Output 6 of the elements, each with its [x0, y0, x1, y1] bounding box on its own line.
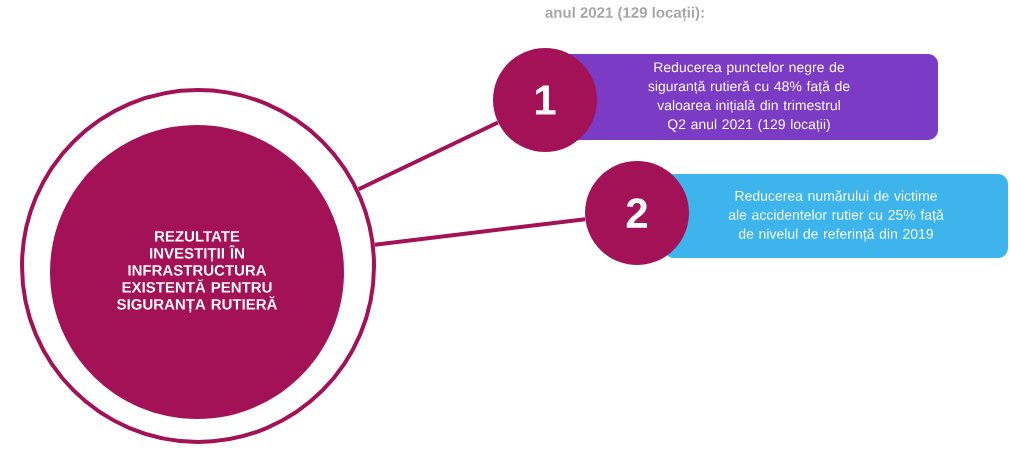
text-box: Reducerea numărului de victime ale accidentelor rutier cu 25% față de nivelul de referință din 2019 [664, 174, 1008, 258]
ring-circle [20, 88, 376, 444]
connector-line [357, 120, 499, 191]
text-box: Reducerea punctelor negre de siguranță rutieră cu 48% față de valoarea inițială din trimestrul Q2 anul 2021 (129 locații) [560, 54, 938, 140]
faint-text: anul 2021 (129 locații): [545, 6, 704, 22]
connector-line [374, 217, 586, 247]
